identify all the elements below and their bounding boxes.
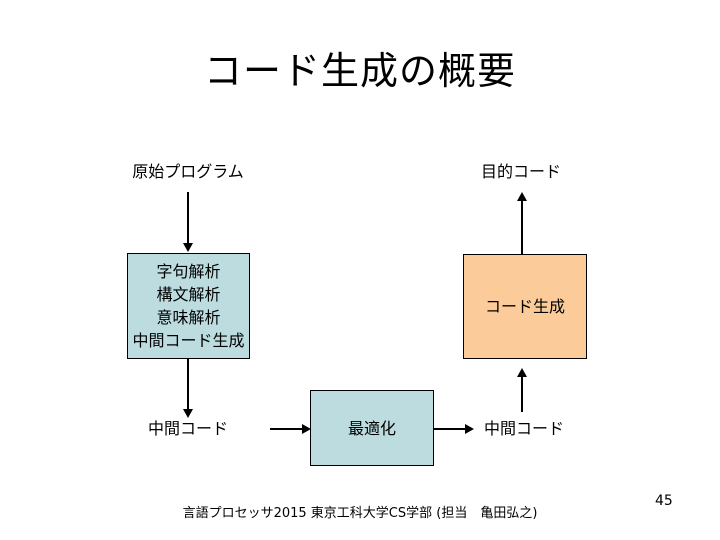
connector-intermediate-to-optimize-line (270, 428, 304, 430)
connector-optimize-to-intermediate-line (434, 428, 468, 430)
box-optimize[interactable]: 最適化 (310, 390, 434, 466)
connector-source-to-analysis-line (187, 192, 189, 244)
connector-source-to-analysis-arrow (183, 243, 193, 252)
label-intermediate-code-right: 中間コード (483, 419, 564, 438)
label-source-program: 原始プログラム (132, 162, 244, 181)
slide-footer: 言語プロセッサ2015 東京工科大学CS学部 (担当 亀田弘之) (182, 506, 538, 521)
connector-intermediate-to-optimize-arrow (302, 424, 311, 434)
box-analysis[interactable]: 字句解析 構文解析 意味解析 中間コード生成 (127, 253, 250, 359)
connector-intermediate-to-codegen-arrow (517, 368, 527, 377)
connector-codegen-to-target-line (521, 200, 523, 254)
connector-intermediate-to-codegen-line (521, 376, 523, 412)
label-intermediate-code-left: 中間コード (147, 419, 228, 438)
label-target-code: 目的コード (480, 162, 561, 181)
page-number: 45 (655, 493, 673, 509)
connector-optimize-to-intermediate-arrow (465, 424, 474, 434)
page-title: コード生成の概要 (203, 49, 516, 93)
box-code-generation[interactable]: コード生成 (463, 254, 587, 359)
connector-codegen-to-target-arrow (517, 192, 527, 201)
connector-analysis-to-intermediate-line (187, 359, 189, 411)
connector-analysis-to-intermediate-arrow (183, 409, 193, 418)
